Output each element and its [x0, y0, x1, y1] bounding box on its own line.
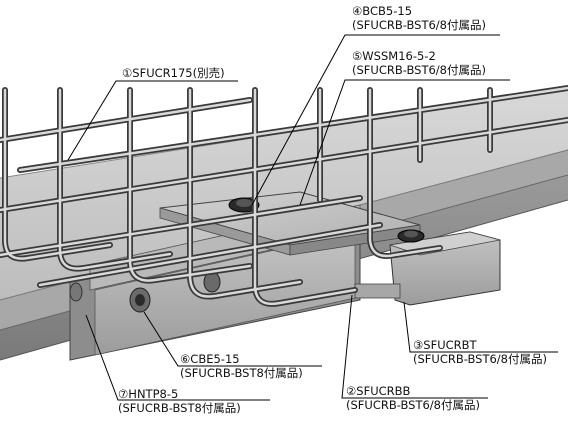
callout-6-line-2: (SFUCRB-BST8付属品)	[180, 366, 303, 380]
callout-7: ⑦HNTP8-5 (SFUCRB-BST8付属品)	[118, 387, 241, 415]
callout-3: ③SFUCRBT (SFUCRB-BST6/8付属品)	[413, 338, 547, 366]
callout-1: ①SFUCR175(別売)	[122, 66, 225, 80]
leader-c5	[299, 79, 510, 206]
callout-4-line-1: ④BCB5-15	[352, 4, 413, 18]
callout-3-line-1: ③SFUCRBT	[413, 338, 477, 352]
callout-7-line-1: ⑦HNTP8-5	[118, 387, 179, 401]
callout-6-line-1: ⑥CBE5-15	[180, 352, 240, 366]
bolt-cbe5-15	[129, 287, 151, 313]
leader-c3	[403, 301, 558, 353]
callout-2: ②SFUCRBB (SFUCRB-BST6/8付属品)	[346, 384, 480, 412]
callout-2-line-1: ②SFUCRBB	[346, 384, 411, 398]
callout-4: ④BCB5-15 (SFUCRB-BST6/8付属品)	[352, 4, 486, 32]
bolt-bcb5-15	[228, 197, 260, 213]
callout-1-line-1: ①SFUCR175(別売)	[122, 66, 225, 80]
callout-2-line-2: (SFUCRB-BST6/8付属品)	[346, 398, 480, 412]
callout-6: ⑥CBE5-15 (SFUCRB-BST8付属品)	[180, 352, 303, 380]
callout-7-line-2: (SFUCRB-BST8付属品)	[118, 401, 241, 415]
callout-5-line-1: ⑤WSSM16-5-2	[352, 49, 436, 63]
leader-c1	[67, 80, 238, 161]
callout-5-line-2: (SFUCRB-BST6/8付属品)	[352, 63, 486, 77]
nut-hntp8-5	[69, 271, 221, 302]
leader-c2	[341, 294, 488, 399]
callout-5: ⑤WSSM16-5-2 (SFUCRB-BST6/8付属品)	[352, 49, 486, 77]
wire-mesh-tray	[0, 85, 568, 307]
callout-4-line-2: (SFUCRB-BST6/8付属品)	[352, 18, 486, 32]
leader-lines	[67, 34, 558, 401]
leader-c4	[251, 34, 500, 206]
leader-c6	[143, 311, 322, 367]
washer-wssm16	[397, 229, 425, 243]
callout-3-line-2: (SFUCRB-BST6/8付属品)	[413, 352, 547, 366]
leader-c7	[85, 314, 270, 401]
